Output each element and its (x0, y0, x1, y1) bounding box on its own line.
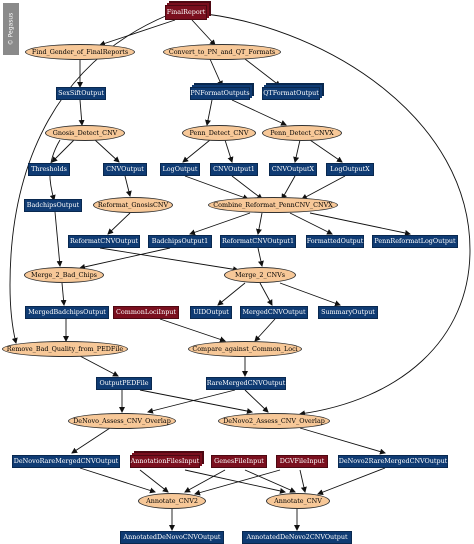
edge (184, 175, 249, 201)
edge (189, 212, 251, 236)
node-badchips-output[interactable]: BadchipsOutput (24, 199, 82, 212)
node-log-output-x[interactable]: LogOutputX (326, 163, 374, 176)
edge (309, 139, 343, 163)
edge (184, 469, 226, 493)
edge (254, 318, 276, 342)
edge (244, 58, 281, 87)
node-remove-bad-quality[interactable]: Remove_Bad_Quality_from_PEDFile (2, 341, 128, 357)
edge (147, 389, 236, 414)
node-annotate-cnv2[interactable]: Annotate_CNV2 (138, 493, 206, 509)
edge (79, 247, 171, 270)
edge (78, 99, 85, 126)
node-merge-cnvs[interactable]: Merge_2_CNVs (224, 267, 296, 283)
node-denovo-rare-merged[interactable]: DeNovoRareMergedCNVOutput (12, 455, 120, 468)
node-annotated-denovo[interactable]: AnnotatedDeNovoCNVOutput (120, 531, 224, 544)
node-reformat-cnv-output[interactable]: ReformatCNVOutput (68, 235, 140, 248)
node-merged-badchips[interactable]: MergedBadchipsOutput (25, 306, 109, 319)
edge (99, 19, 176, 47)
node-pn-format-outputs[interactable]: PNFormatOutputs (190, 87, 250, 100)
edge (244, 389, 269, 413)
node-cnv-output1[interactable]: CNVOutput1 (210, 163, 258, 176)
edge (244, 469, 296, 493)
edge (54, 211, 63, 267)
node-badchips-output1[interactable]: BadchipsOutput1 (148, 235, 212, 248)
node-cnv-output[interactable]: CNVOutput (103, 163, 147, 176)
node-output-ped[interactable]: OutputPEDFile (96, 377, 152, 390)
edge (293, 139, 301, 163)
node-penn-reformat-log[interactable]: PennReformatLogOutput (372, 235, 458, 248)
edge (71, 427, 111, 454)
edge (194, 469, 281, 496)
node-penn-detect-x[interactable]: Penn_Detect_CNVX (262, 125, 342, 141)
edge (51, 139, 75, 163)
node-combine-reformat[interactable]: Combine_Reformat_PennCNV_CNVX (208, 197, 338, 213)
edge (299, 469, 307, 493)
edge (184, 469, 286, 494)
edge (209, 58, 223, 87)
edge (299, 427, 386, 455)
edge (139, 389, 253, 414)
edge (301, 175, 346, 200)
edge (279, 282, 341, 307)
edge (217, 282, 246, 306)
node-denovo2-assess[interactable]: DeNovo2_Assess_CNV_Overlap (218, 413, 330, 429)
edge (205, 99, 213, 126)
edge (231, 99, 287, 126)
edge (224, 139, 234, 163)
node-find-gender[interactable]: Find_Gender_of_FinalReports (25, 44, 135, 60)
node-merged-cnv-output[interactable]: MergedCNVOutput (240, 306, 308, 319)
edge (79, 467, 156, 494)
node-rare-merged[interactable]: RareMergedCNVOutput (206, 377, 286, 390)
edge (289, 212, 333, 235)
node-penn-detect[interactable]: Penn_Detect_CNV (182, 125, 256, 141)
node-merge-bad-chips[interactable]: Merge_2_Bad_Chips (24, 267, 104, 283)
node-summary-output[interactable]: SummaryOutput (318, 306, 378, 319)
node-log-output[interactable]: LogOutput (160, 163, 200, 176)
edge (317, 467, 386, 495)
node-compare-common-loci[interactable]: Compare_against_Common_Loci (188, 341, 302, 357)
edge (9, 14, 169, 344)
node-genes-file[interactable]: GenesFileInput (211, 455, 267, 468)
node-formatted-output[interactable]: FormattedOutput (306, 235, 364, 248)
node-annotate-cnv[interactable]: Annotate_CNV (266, 493, 330, 509)
node-denovo-assess[interactable]: DeNovo_Assess_CNV_Overlap (68, 413, 176, 429)
node-reformat-cnv-output1[interactable]: ReformatCNVOutput1 (220, 235, 296, 248)
edge (60, 282, 67, 306)
node-sex-sift-output[interactable]: SexSiftOutput (56, 87, 106, 100)
watermark: © Pegasus (3, 3, 19, 55)
edge (259, 282, 273, 306)
node-denovo2-rare-merged[interactable]: DeNovo2RareMergedCNVOutput (338, 455, 448, 468)
edge (79, 355, 119, 377)
node-cnv-output-x[interactable]: CNVOutputX (269, 163, 317, 176)
edge (255, 212, 263, 235)
edge (182, 139, 211, 163)
node-dgv-file[interactable]: DGVFileInput (276, 455, 328, 468)
node-convert-formats[interactable]: Convert_to_PN_and_QT_Formats (163, 44, 281, 60)
edge (139, 469, 169, 493)
node-annotation-files[interactable]: AnnotationFilesInput (130, 455, 200, 468)
node-uid-output[interactable]: UIDOutput (190, 306, 232, 319)
node-gnosis-detect[interactable]: Gnosis_Detect_CNV (45, 125, 125, 141)
node-final-report[interactable]: FinalReport (165, 5, 207, 20)
node-qt-format-output[interactable]: QTFormatOutput (262, 87, 320, 100)
edge (107, 212, 131, 235)
edge (99, 247, 239, 273)
node-annotated-denovo2[interactable]: AnnotatedDeNovo2CNVOutput (242, 531, 352, 544)
edge (309, 212, 411, 236)
edge (205, 13, 471, 417)
node-reformat-gnosis[interactable]: Reformat_GnosisCNV (93, 197, 173, 213)
edge (257, 247, 264, 267)
edge (159, 318, 226, 343)
edge (94, 139, 120, 163)
node-thresholds[interactable]: Thresholds (28, 163, 70, 176)
edge (231, 175, 263, 200)
edge (191, 19, 216, 46)
edge (124, 175, 132, 197)
edge (281, 175, 296, 200)
node-common-loci-input[interactable]: CommonLociInput (113, 306, 179, 319)
